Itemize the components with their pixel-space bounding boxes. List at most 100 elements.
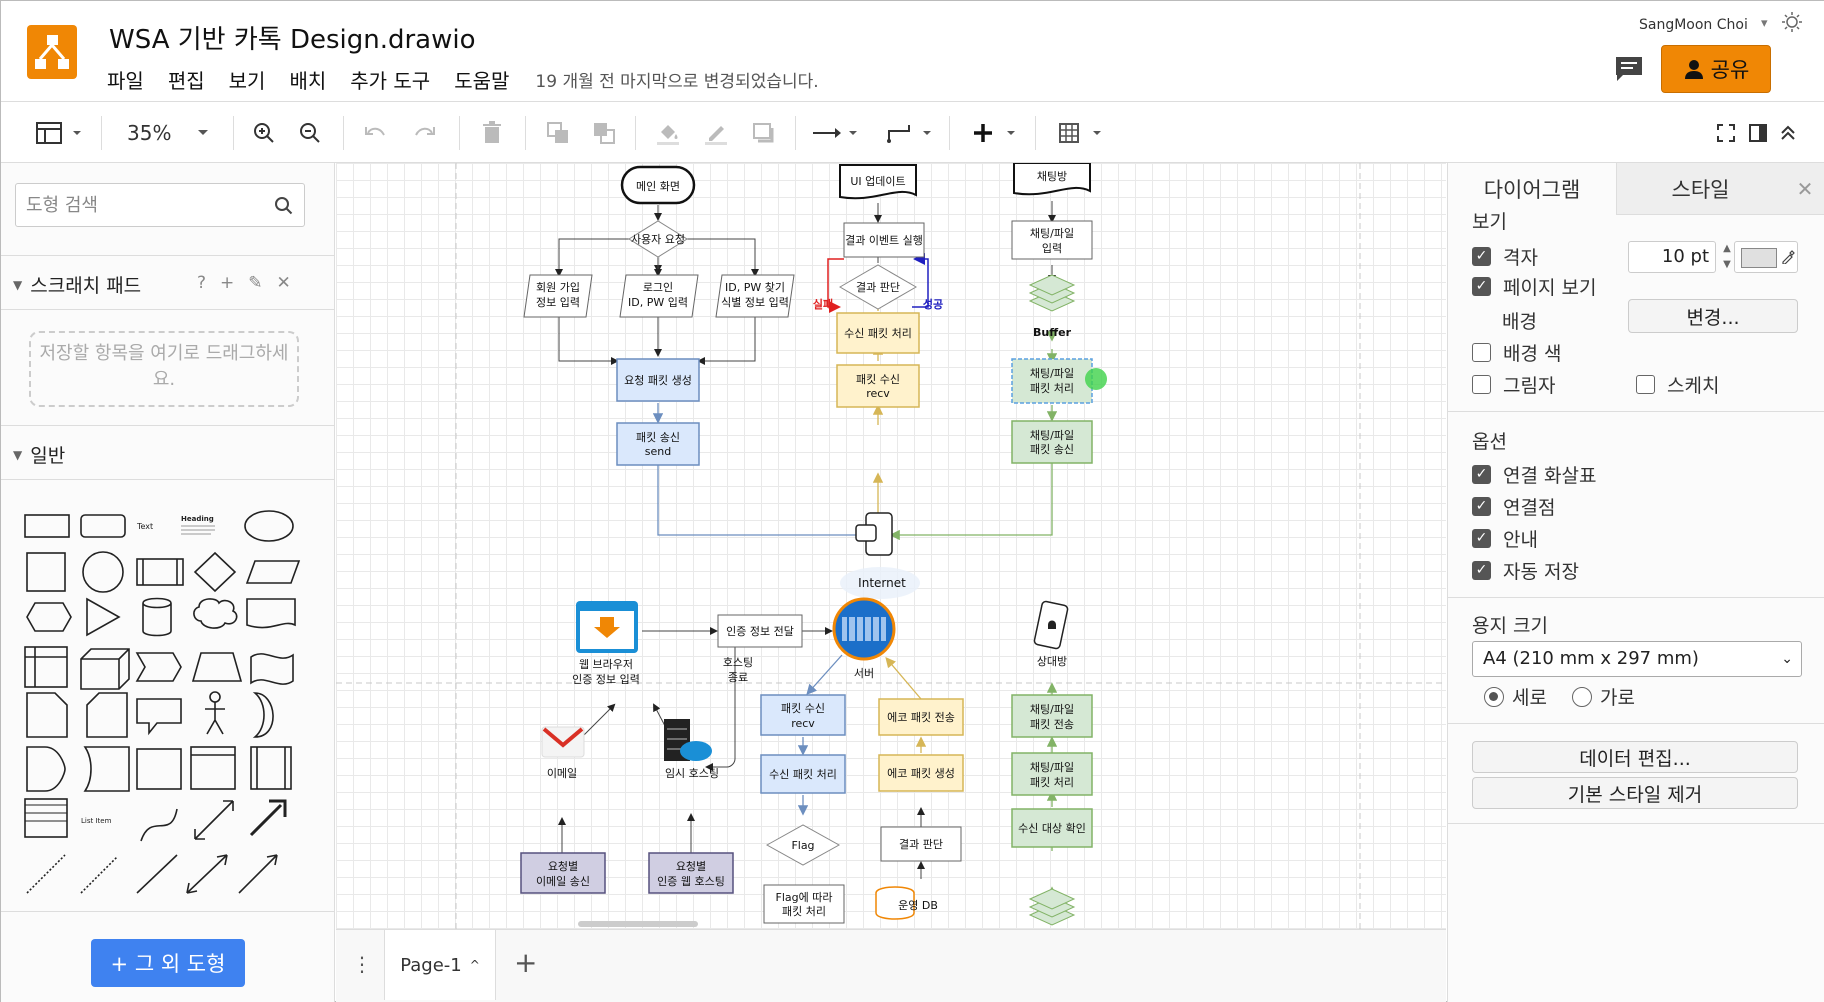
- menu-edit[interactable]: 편집: [167, 69, 205, 93]
- node-req-packet-gen[interactable]: [616, 358, 700, 402]
- user-dropdown-icon[interactable]: ▾: [1761, 16, 1768, 31]
- diagram-canvas[interactable]: 메인 화면 사용자 요청 회원 가입 정보 입력 로그인 ID, PW 입력 I…: [336, 163, 1446, 929]
- node-recipient-check[interactable]: [1011, 808, 1093, 848]
- fullscreen-icon[interactable]: [1713, 102, 1739, 164]
- node-counterpart-proc[interactable]: [1011, 752, 1093, 796]
- node-server-recv[interactable]: [760, 694, 846, 736]
- node-chat-proc-selected[interactable]: [1011, 358, 1093, 404]
- grid-checkbox[interactable]: ✓ 격자: [1472, 243, 1538, 270]
- connection-arrow-dropdown[interactable]: [811, 102, 863, 164]
- collapse-icon[interactable]: [1775, 102, 1801, 164]
- node-web-hosting[interactable]: [648, 852, 734, 894]
- sketch-checkbox[interactable]: 스케치: [1636, 371, 1719, 398]
- node-result-judge[interactable]: [839, 264, 917, 310]
- menu-view[interactable]: 보기: [228, 69, 266, 93]
- fill-color-icon[interactable]: [653, 102, 683, 164]
- to-front-icon[interactable]: [543, 102, 573, 164]
- to-back-icon[interactable]: [589, 102, 619, 164]
- format-panel-toggle-button[interactable]: [33, 102, 87, 164]
- grid-color-button[interactable]: [1734, 241, 1798, 273]
- node-ui-update[interactable]: [839, 164, 917, 200]
- delete-icon[interactable]: [477, 102, 507, 164]
- drawio-logo[interactable]: [27, 25, 77, 79]
- add-page-icon[interactable]: +: [514, 946, 538, 979]
- close-icon[interactable]: ✕: [276, 273, 291, 293]
- node-main-screen[interactable]: [620, 165, 696, 205]
- menu-extras[interactable]: 추가 도구: [350, 69, 431, 93]
- more-shapes-button[interactable]: + 그 외 도형: [91, 939, 245, 987]
- menu-file[interactable]: 파일: [107, 69, 144, 93]
- help-icon[interactable]: ?: [197, 273, 207, 293]
- shape-search-input[interactable]: [26, 184, 266, 226]
- bg-color-checkbox[interactable]: 배경 색: [1472, 339, 1561, 366]
- node-chatroom[interactable]: [1013, 163, 1091, 196]
- email-icon[interactable]: [541, 726, 585, 758]
- node-signup[interactable]: [523, 274, 593, 318]
- phone-icon[interactable]: [855, 512, 893, 556]
- node-result-event[interactable]: [843, 222, 925, 258]
- waypoints-dropdown[interactable]: [885, 102, 937, 164]
- server-globe-icon[interactable]: [832, 597, 896, 661]
- horizontal-scrollbar[interactable]: [578, 921, 698, 927]
- tab-style[interactable]: 스타일: [1616, 163, 1784, 215]
- paper-size-select[interactable]: A4 (210 mm x 297 mm) ⌄: [1472, 641, 1802, 677]
- comment-icon[interactable]: [1613, 53, 1645, 85]
- user-name[interactable]: SangMoon Choi: [1639, 17, 1748, 33]
- pages-menu-icon[interactable]: ⋮: [352, 952, 372, 976]
- grid-size-input[interactable]: 10 pt: [1628, 241, 1716, 273]
- guides-checkbox[interactable]: ✓ 안내: [1472, 525, 1538, 552]
- node-packet-send[interactable]: [616, 422, 700, 466]
- temp-hosting-icon[interactable]: [664, 719, 712, 761]
- menu-arrange[interactable]: 배치: [289, 69, 327, 93]
- zoom-in-icon[interactable]: [249, 102, 279, 164]
- shadow-icon[interactable]: [749, 102, 779, 164]
- clear-style-button[interactable]: 기본 스타일 제거: [1472, 777, 1798, 809]
- page-tab[interactable]: Page-1 ^: [384, 930, 496, 1000]
- buffer-stack-icon[interactable]: [1028, 274, 1076, 312]
- last-saved-status[interactable]: 19 개월 전 마지막으로 변경되었습니다.: [535, 72, 819, 92]
- node-auth-forward[interactable]: [717, 614, 803, 648]
- edit-icon[interactable]: ✎: [248, 273, 263, 293]
- connection-arrows-checkbox[interactable]: ✓ 연결 화살표: [1472, 461, 1596, 488]
- theme-sun-icon[interactable]: [1781, 11, 1803, 33]
- grid-size-spinner[interactable]: ▲▼: [1723, 243, 1731, 270]
- redo-icon[interactable]: [409, 102, 439, 164]
- node-user-request[interactable]: [628, 220, 688, 258]
- general-header[interactable]: ▼ 일반: [13, 441, 65, 468]
- autosave-checkbox[interactable]: ✓ 자동 저장: [1472, 557, 1579, 584]
- edit-data-button[interactable]: 데이터 편집...: [1472, 741, 1798, 773]
- chevron-up-icon[interactable]: ^: [469, 958, 480, 972]
- node-flag[interactable]: [765, 824, 841, 866]
- rotate-handle-icon[interactable]: [1085, 368, 1107, 390]
- buffer-stack-icon-2[interactable]: [1028, 888, 1076, 926]
- zoom-dropdown-icon[interactable]: [191, 102, 215, 164]
- node-packet-recv[interactable]: [836, 364, 920, 408]
- zoom-level[interactable]: 35%: [127, 121, 172, 145]
- node-chat-input[interactable]: [1011, 220, 1093, 260]
- node-server-judge[interactable]: [880, 826, 962, 862]
- shadow-checkbox[interactable]: 그림자: [1472, 371, 1555, 398]
- node-recv-process[interactable]: [836, 312, 920, 354]
- node-login[interactable]: [619, 274, 699, 318]
- portrait-radio[interactable]: 세로: [1484, 683, 1547, 710]
- node-echo-gen[interactable]: [878, 754, 964, 792]
- connection-points-checkbox[interactable]: ✓ 연결점: [1472, 493, 1555, 520]
- search-icon[interactable]: [274, 196, 294, 216]
- node-server-recv-proc[interactable]: [760, 754, 846, 794]
- scratchpad-dropzone[interactable]: 저장할 항목을 여기로 드래그하세요.: [29, 331, 299, 407]
- add-icon[interactable]: +: [220, 273, 235, 293]
- menu-help[interactable]: 도움말: [454, 69, 510, 93]
- node-ops-db[interactable]: [875, 886, 915, 920]
- format-panel-icon[interactable]: [1745, 102, 1771, 164]
- node-chat-transfer[interactable]: [1011, 694, 1093, 738]
- node-flag-proc[interactable]: [763, 884, 845, 924]
- table-dropdown[interactable]: [1057, 102, 1109, 164]
- share-button[interactable]: 공유: [1661, 45, 1771, 93]
- node-find-id[interactable]: [715, 274, 795, 318]
- tab-diagram[interactable]: 다이어그램: [1448, 163, 1616, 215]
- close-icon[interactable]: ✕: [1784, 163, 1824, 215]
- shape-library-grid[interactable]: Text Heading List Item: [19, 495, 301, 915]
- diagram[interactable]: 메인 화면 사용자 요청 회원 가입 정보 입력 로그인 ID, PW 입력 I…: [336, 163, 1446, 929]
- line-color-icon[interactable]: [701, 102, 731, 164]
- node-email-request[interactable]: [520, 852, 606, 894]
